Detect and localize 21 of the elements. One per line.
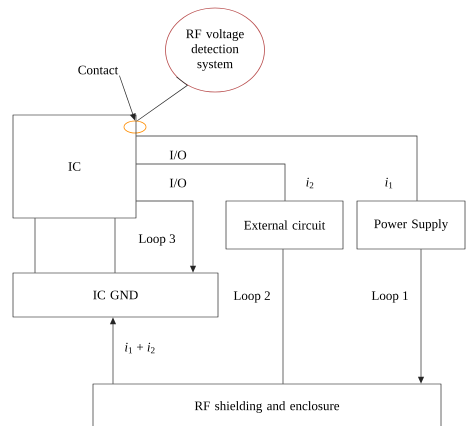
edge-label: i$_{1}$ + i$_{2}$ bbox=[123, 342, 157, 354]
edge-label: i$_{1}$ bbox=[384, 176, 394, 190]
edge-label: i$_{2}$ bbox=[304, 176, 316, 190]
edge-label: Loop 2 bbox=[232, 290, 272, 304]
block-box: IC bbox=[12, 114, 136, 218]
port-label: I/O bbox=[170, 150, 186, 160]
connector-line bbox=[136, 164, 286, 202]
contact-label: Contact bbox=[78, 66, 118, 74]
contact-ring bbox=[124, 120, 146, 134]
edge-label: Loop 3 bbox=[137, 233, 177, 247]
connector-line bbox=[114, 218, 116, 274]
connector-line bbox=[282, 248, 284, 384]
speech-bubble: RF voltage detection system bbox=[165, 8, 265, 92]
edge-label: Loop 1 bbox=[370, 290, 410, 304]
block-box: IC GND bbox=[12, 272, 218, 318]
block-box: External circuit bbox=[226, 200, 344, 250]
connector-line bbox=[34, 218, 36, 274]
port-label: I/O bbox=[170, 178, 186, 188]
block-box: Power Supply bbox=[356, 200, 466, 250]
connector-line bbox=[136, 136, 418, 202]
block-box: RF shielding and enclosure bbox=[92, 384, 442, 426]
